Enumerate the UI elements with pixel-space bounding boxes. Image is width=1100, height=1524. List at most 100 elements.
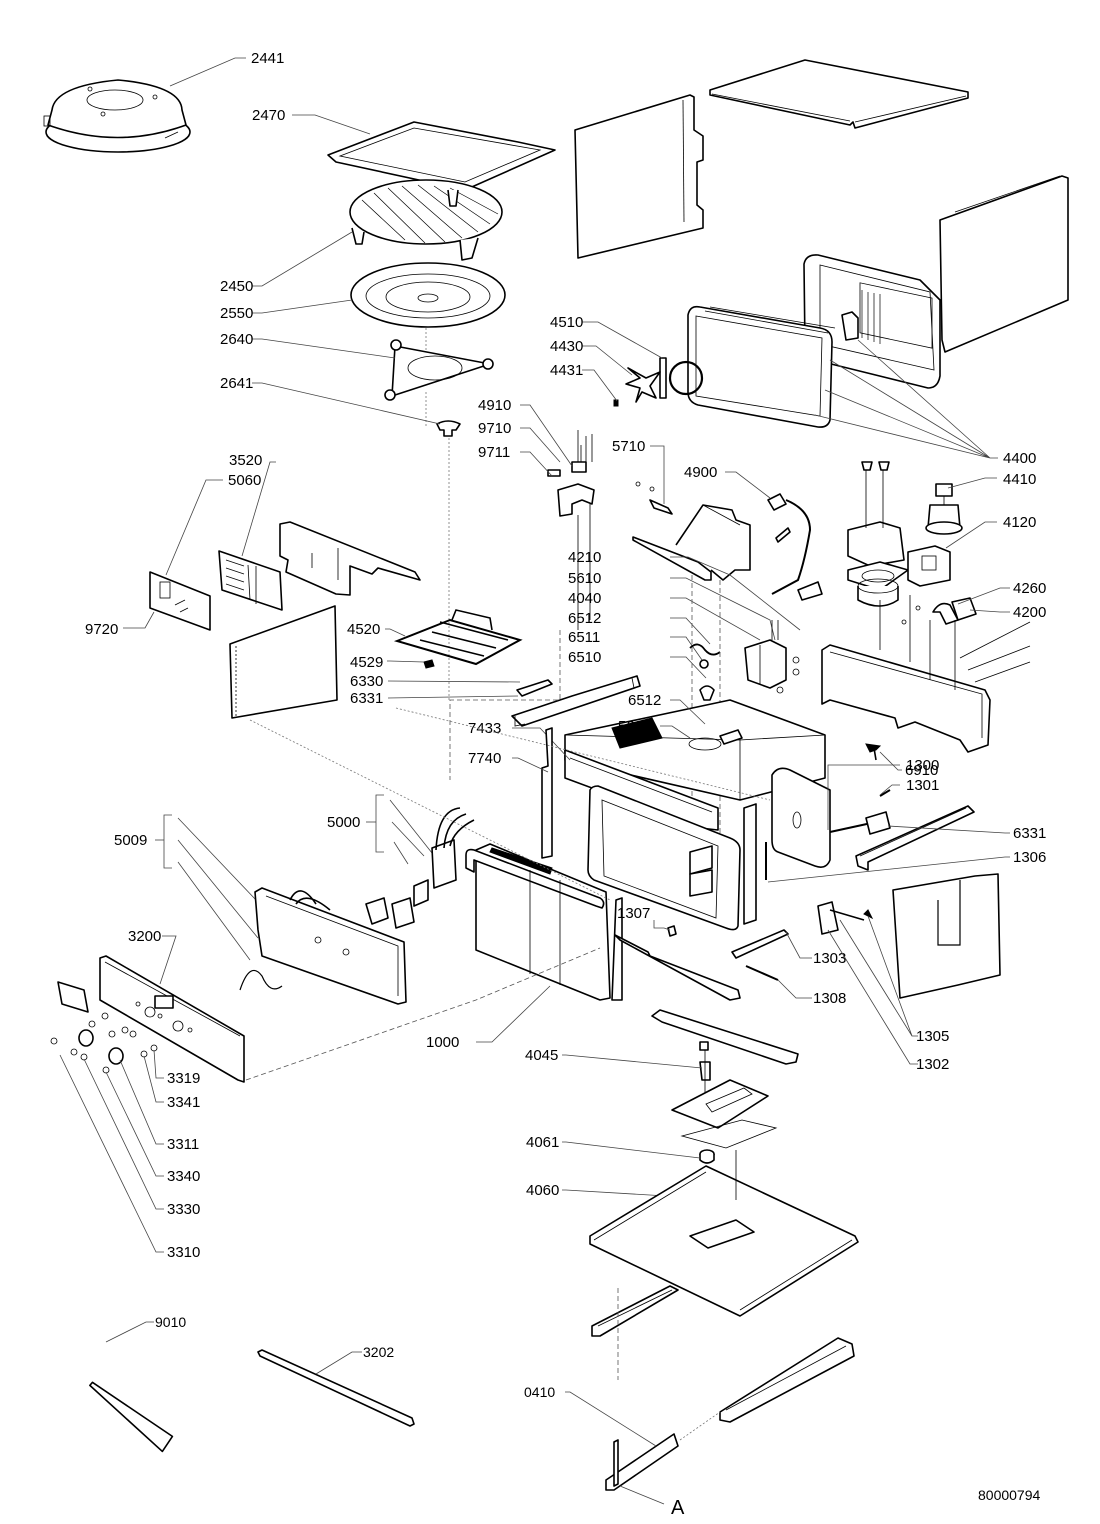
label-5009: 5009 (114, 832, 147, 849)
label-4260: 4260 (1013, 580, 1046, 597)
part-2640-roller-ring (384, 339, 494, 401)
part-5000-relays (365, 807, 475, 929)
leader-9710 (520, 427, 561, 463)
leader-3520 (241, 461, 276, 557)
label-5000: 5000 (327, 814, 360, 831)
label-3319: 3319 (167, 1070, 200, 1087)
leader-1302 (827, 929, 918, 1065)
guide-line-panel-door (245, 947, 601, 1081)
part-2470-baking-tray (327, 121, 556, 191)
label-3330: 3330 (167, 1201, 200, 1218)
label-4045: 4045 (525, 1047, 558, 1064)
part-air-duct (632, 504, 751, 581)
part-9720-control-pcb (149, 571, 211, 631)
part-back-plate (821, 595, 1031, 753)
part-2450-grill-rack (349, 179, 503, 261)
label-5060: 5060 (228, 472, 261, 489)
axis-line-turntable (425, 328, 450, 700)
label-4040: 4040 (568, 590, 601, 607)
leader-6511 (670, 636, 703, 661)
label-3340: 3340 (167, 1168, 200, 1185)
label-2550: 2550 (220, 305, 253, 322)
label-4520: 4520 (347, 621, 380, 638)
leader-6331b (887, 825, 1010, 834)
leader-4045 (562, 1054, 703, 1069)
part-control-bracket (279, 521, 421, 596)
label-9010: 9010 (155, 1314, 186, 1330)
label-6331a: 6331 (350, 690, 383, 707)
label-4210: 4210 (568, 549, 601, 566)
label-7433: 7433 (468, 720, 501, 737)
leader-4910 (520, 404, 573, 467)
leader-1305 (839, 915, 918, 1037)
leader-6330 (387, 680, 521, 683)
leader-9010 (105, 1321, 154, 1343)
part-6511-stirrer-assembly (689, 643, 721, 701)
label-4430: 4430 (550, 338, 583, 355)
part-1308-pin (745, 965, 779, 981)
leader-4520 (385, 628, 406, 637)
leader-3341 (143, 1055, 164, 1103)
bracket-5000 (375, 794, 437, 865)
part-0410-foot-bracket (605, 1433, 679, 1491)
leader-4060 (562, 1189, 701, 1199)
part-3202-trim-bar (257, 1349, 415, 1427)
leader-6910 (879, 751, 902, 771)
part-cabinet-side-panel-right (939, 175, 1069, 353)
leader-4510 (582, 321, 663, 359)
leader-6512b (670, 699, 706, 725)
label-2640: 2640 (220, 331, 253, 348)
label-9711: 9711 (478, 444, 510, 461)
label-6512a: 6512 (568, 610, 601, 627)
part-1307-screw (667, 925, 677, 937)
label-2441: 2441 (251, 50, 284, 67)
leader-3319 (153, 1049, 164, 1079)
label-6331b: 6331 (1013, 825, 1046, 842)
part-base-rail-front (591, 1285, 679, 1337)
part-insulation-pad-right (892, 873, 1001, 999)
part-1303-rod (731, 929, 789, 959)
part-4900-power-cord (767, 493, 823, 601)
part-4410-fan-motor (847, 461, 963, 567)
guide-line-diagonal (249, 707, 771, 901)
label-6511: 6511 (568, 629, 600, 646)
label-9710: 9710 (478, 420, 511, 437)
leader-3310 (59, 1054, 164, 1253)
part-6330-bracket (516, 679, 553, 697)
leader-3200 (159, 935, 177, 985)
label-4431: 4431 (550, 362, 583, 379)
label-3341: 3341 (167, 1094, 200, 1111)
label-0410: 0410 (524, 1384, 555, 1400)
leader-detail-a (619, 1485, 665, 1505)
label-7740: 7740 (468, 750, 501, 767)
part-cabinet-side-panel-left (574, 94, 704, 259)
part-4260-thermal-cutout (901, 597, 977, 625)
leader-3330 (83, 1058, 164, 1210)
part-base-rail-rear (719, 1337, 855, 1423)
part-4520-grill-heater (393, 609, 523, 666)
leader-7433 (512, 727, 571, 761)
part-4120-fan-guide (847, 545, 951, 607)
leader-4430 (582, 345, 633, 376)
part-7740-choke-strip (541, 727, 553, 859)
leader-4431 (582, 369, 618, 402)
label-4060: 4060 (526, 1182, 559, 1199)
leader-1308 (777, 979, 812, 999)
label-1300: 1300 (906, 757, 939, 774)
leader-6510 (670, 656, 707, 679)
part-insulation-pad-left (229, 605, 338, 719)
part-3200-control-panel (99, 955, 245, 1083)
leader-1301 (879, 784, 900, 796)
leader-2470 (292, 114, 371, 135)
leader-4120 (945, 521, 997, 549)
leader-1306 (767, 856, 1010, 883)
label-6510: 6510 (568, 649, 601, 666)
part-door-bottom-rail (614, 934, 741, 1001)
label-4061: 4061 (526, 1134, 559, 1151)
label-3311: 3311 (167, 1136, 199, 1153)
leader-4400 (814, 339, 998, 459)
guide-line-foot (679, 1411, 721, 1441)
part-display-window (57, 981, 89, 1013)
part-2550-glass-turntable (350, 262, 506, 328)
